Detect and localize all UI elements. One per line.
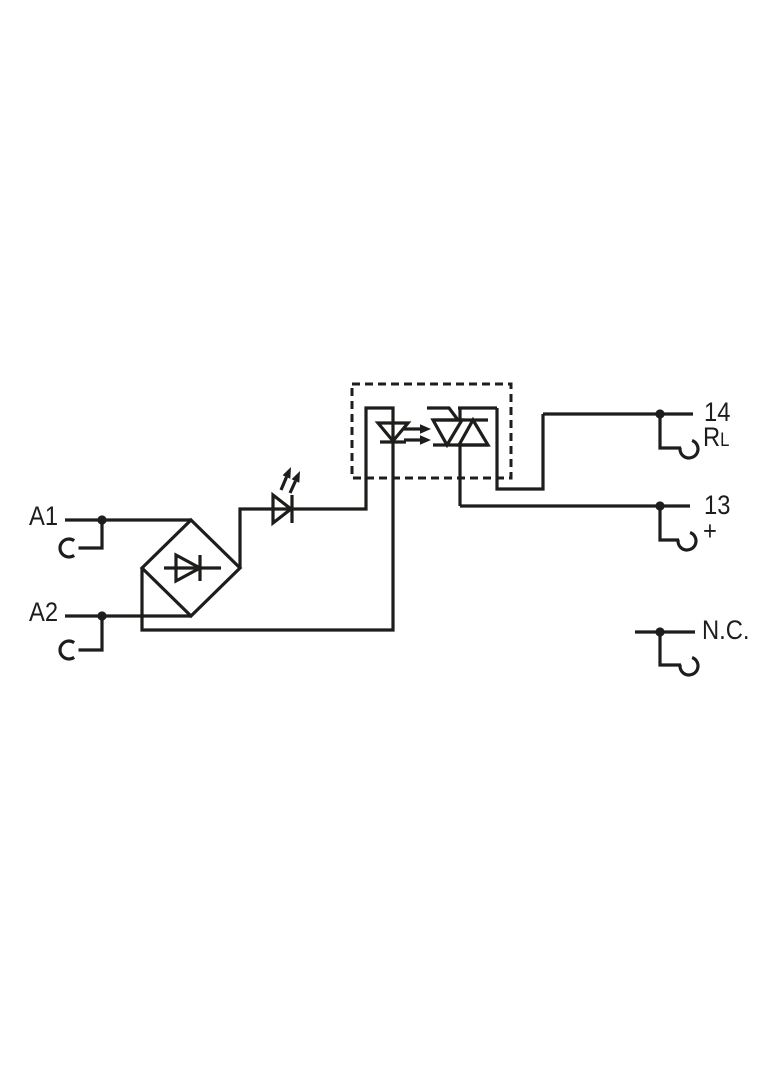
triac-lower-triangle: [456, 416, 491, 447]
bridge-rectifier-icon: [139, 517, 243, 619]
terminal-label-a1: A1: [29, 501, 59, 531]
triac-gate-lead: [427, 406, 460, 421]
cage-clamp-icon-nc: [678, 656, 700, 677]
connection-dot-icon-a2: [97, 611, 107, 621]
cage-clamp-icon-13: [676, 531, 698, 552]
opto-arrow1-head: [420, 424, 431, 434]
polarity-label-plus: +: [703, 516, 717, 546]
status-led-triangle: [271, 491, 294, 527]
status-led-arrowheads-icon: [282, 467, 300, 483]
optocoupler-boundary-box: [350, 382, 513, 480]
input-section: [58, 518, 191, 661]
load-label-rl-main: R: [703, 422, 721, 452]
terminal-label-a2: A2: [29, 597, 59, 627]
connection-dot-icon-nc: [655, 627, 665, 637]
wire-nc-clamp-drop: [658, 632, 681, 667]
status-led-arrow2-head: [291, 471, 300, 483]
status-led-arrow1-stem: [279, 476, 288, 491]
connection-dot-icon-13: [655, 501, 665, 511]
opto-light-arrowheads-icon: [420, 424, 431, 445]
cage-clamp-icon-a2: [58, 639, 76, 661]
opto-arrow2-head: [420, 435, 431, 445]
load-label-rl-sub: L: [720, 430, 730, 451]
cage-clamp-icon-14: [678, 439, 700, 460]
triac-mt2-route: [495, 408, 545, 491]
connection-dot-icon-a1: [97, 515, 107, 525]
status-led-icon: [271, 476, 297, 527]
connection-dot-icon-14: [655, 409, 665, 419]
terminal-label-14: 14: [704, 397, 731, 427]
bridge-diode-triangle: [174, 552, 204, 584]
output-section: [460, 412, 700, 677]
load-label-rl: RL: [703, 424, 729, 451]
wire-return-path: [140, 441, 395, 632]
junction-dots: [97, 409, 665, 637]
terminal-label-nc: N.C.: [702, 615, 750, 645]
triac-icon: [427, 406, 545, 506]
wire-positive-path: [238, 406, 395, 568]
triac-upper-triangle: [430, 418, 465, 449]
status-led-arrow2-stem: [288, 480, 297, 494]
status-led-arrow1-head: [282, 467, 291, 479]
dc-link-wires: [140, 406, 395, 632]
opto-emitter-led-icon: [374, 421, 420, 444]
wire-a1-clamp-drop: [78, 520, 104, 550]
wire-a2-clamp-drop: [78, 616, 104, 652]
bridge-diamond: [139, 517, 243, 619]
opto-led-triangle: [374, 421, 412, 444]
wire-14-clamp-drop: [658, 414, 681, 450]
cage-clamp-icon-a1: [58, 537, 76, 559]
wire-13-clamp-drop: [658, 506, 679, 542]
terminal-label-13: 13: [704, 490, 731, 520]
